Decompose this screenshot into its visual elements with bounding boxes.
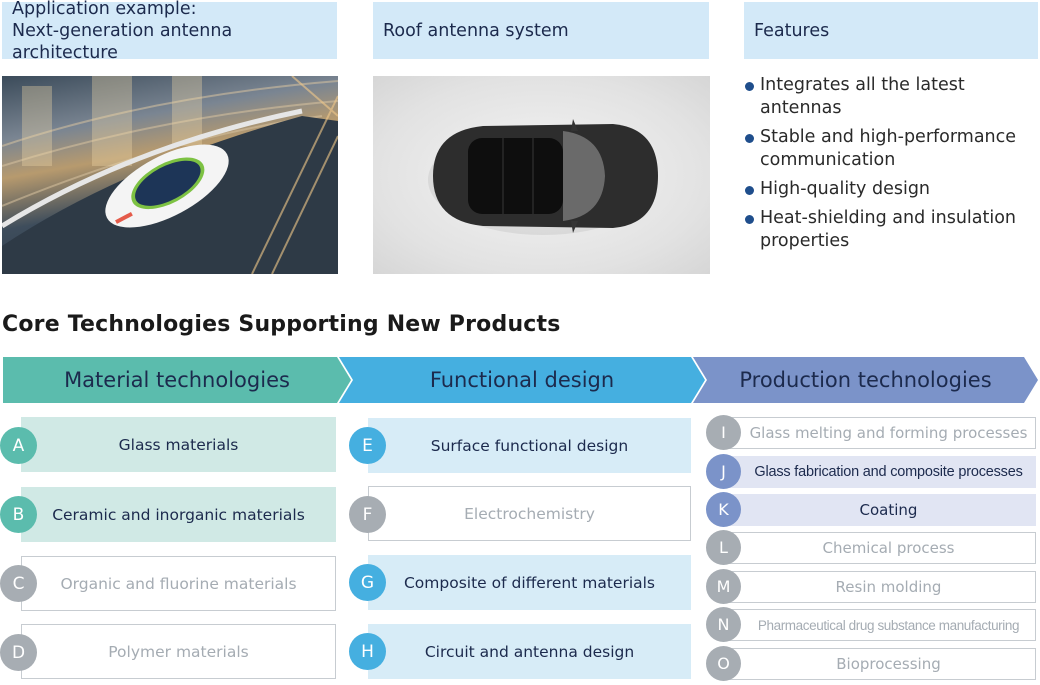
roof-antenna-header: Roof antenna system <box>373 2 709 59</box>
badge-a: A <box>0 427 37 464</box>
tech-card-a: Glass materials <box>21 417 336 472</box>
features-list: Integrates all the latest antennas Stabl… <box>744 74 1040 259</box>
tech-row-i: Glass melting and forming processes <box>725 417 1036 449</box>
badge-c: C <box>0 565 37 602</box>
bullet-icon <box>745 82 754 91</box>
tech-card-d: Polymer materials <box>21 624 336 679</box>
badge-f: F <box>349 496 386 533</box>
feature-item: Stable and high-performance communicatio… <box>744 126 1040 172</box>
badge-b: B <box>0 496 37 533</box>
features-title: Features <box>754 20 830 41</box>
bullet-icon <box>745 134 754 143</box>
badge-o: O <box>706 646 741 681</box>
feature-item: High-quality design <box>744 178 1040 201</box>
tech-card-h: Circuit and antenna design <box>368 624 691 679</box>
material-technologies-header: Material technologies <box>3 357 351 403</box>
badge-j: J <box>706 454 741 489</box>
tech-card-e: Surface functional design <box>368 418 691 473</box>
badge-h: H <box>349 633 386 670</box>
badge-n: N <box>706 607 741 642</box>
tech-row-n: Pharmaceutical drug substance manufactur… <box>725 609 1036 641</box>
tech-row-o: Bioprocessing <box>725 648 1036 680</box>
production-technologies-label: Production technologies <box>739 368 992 392</box>
feature-item: Integrates all the latest antennas <box>744 74 1040 120</box>
features-header: Features <box>744 2 1038 59</box>
bullet-icon <box>745 186 754 195</box>
application-example-title-line2: Next-generation antenna architecture <box>12 20 233 63</box>
core-technologies-title: Core Technologies Supporting New Product… <box>2 312 561 337</box>
badge-i: I <box>706 415 741 450</box>
functional-design-label: Functional design <box>429 368 615 392</box>
tech-row-m: Resin molding <box>725 571 1036 603</box>
chevron-shape <box>339 357 705 403</box>
feature-item: Heat-shielding and insulation properties <box>744 207 1040 253</box>
material-technologies-label: Material technologies <box>64 368 290 392</box>
tech-card-c: Organic and fluorine materials <box>21 556 336 611</box>
bullet-icon <box>745 215 754 224</box>
roof-antenna-title: Roof antenna system <box>383 20 569 41</box>
tech-row-k: Coating <box>725 494 1036 526</box>
tech-row-j: Glass fabrication and composite processe… <box>725 456 1036 488</box>
tech-card-b: Ceramic and inorganic materials <box>21 487 336 542</box>
functional-design-header: Functional design <box>339 357 705 403</box>
badge-l: L <box>706 530 741 565</box>
application-example-header: Application example: Next-generation ant… <box>2 0 337 63</box>
badge-d: D <box>0 634 37 671</box>
car-top-view-photo <box>373 76 710 274</box>
production-technologies-header: Production technologies <box>693 357 1038 403</box>
badge-g: G <box>349 564 386 601</box>
badge-m: M <box>706 569 741 604</box>
chevron-shape <box>3 357 351 403</box>
car-on-highway-photo <box>2 76 338 274</box>
tech-card-g: Composite of different materials <box>368 555 691 610</box>
chevron-shape <box>693 357 1038 403</box>
badge-k: K <box>706 492 741 527</box>
tech-row-l: Chemical process <box>725 532 1036 564</box>
tech-card-f: Electrochemistry <box>368 486 691 541</box>
application-example-title-line1: Application example: <box>12 0 197 19</box>
badge-e: E <box>349 427 386 464</box>
